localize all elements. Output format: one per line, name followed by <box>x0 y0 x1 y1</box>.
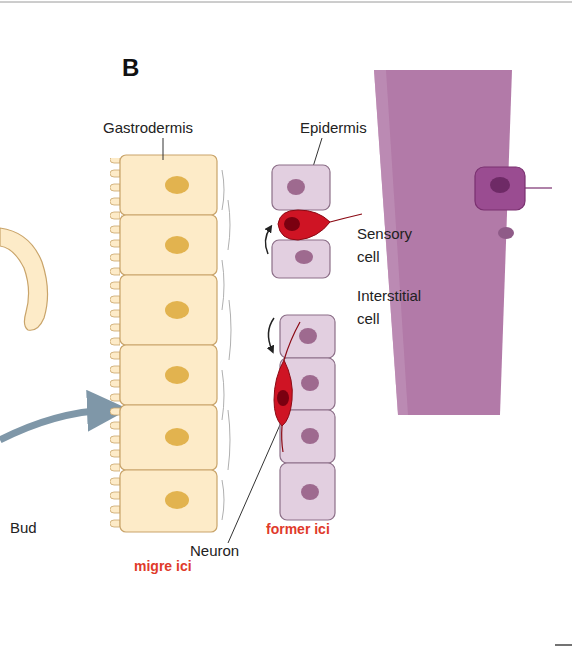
epidermis-cells <box>272 165 330 278</box>
migration-arrow <box>268 318 274 350</box>
frame-line <box>555 644 572 646</box>
cell-label: Neuron <box>190 539 260 562</box>
part-label: Bud <box>10 516 60 539</box>
migration-arrow <box>265 228 270 254</box>
zoom-arrow <box>0 410 108 440</box>
purple-dot <box>498 227 514 239</box>
nucleus <box>490 177 510 193</box>
cell-label: Sensory cell <box>357 222 421 268</box>
frame-line <box>0 2 572 3</box>
bud-shape <box>0 228 48 330</box>
annotation-note: former ici <box>266 518 356 541</box>
dendrite <box>330 214 362 222</box>
gastrodermis-cells <box>120 155 217 532</box>
nucleus <box>277 390 289 406</box>
gastrodermis-nuclei <box>165 176 189 509</box>
neuron-cell <box>274 360 292 426</box>
panel-letter: B <box>122 56 162 79</box>
band-highlight <box>374 70 408 415</box>
annotation-note: migre ici <box>134 555 224 578</box>
tissue-label: Epidermis <box>300 116 400 139</box>
neurite <box>282 426 283 452</box>
neurite <box>284 322 300 360</box>
mesoglea-band <box>374 70 512 415</box>
cell-process <box>525 187 552 188</box>
leader-line <box>163 138 164 160</box>
nucleus <box>284 217 300 231</box>
sensory-cell <box>278 210 330 240</box>
cell-label: Interstitial cell <box>357 284 441 330</box>
tissue-label: Gastrodermis <box>103 116 223 139</box>
cilia <box>222 170 231 520</box>
epidermis-nuclei <box>299 328 319 500</box>
purple-cell <box>475 167 525 210</box>
